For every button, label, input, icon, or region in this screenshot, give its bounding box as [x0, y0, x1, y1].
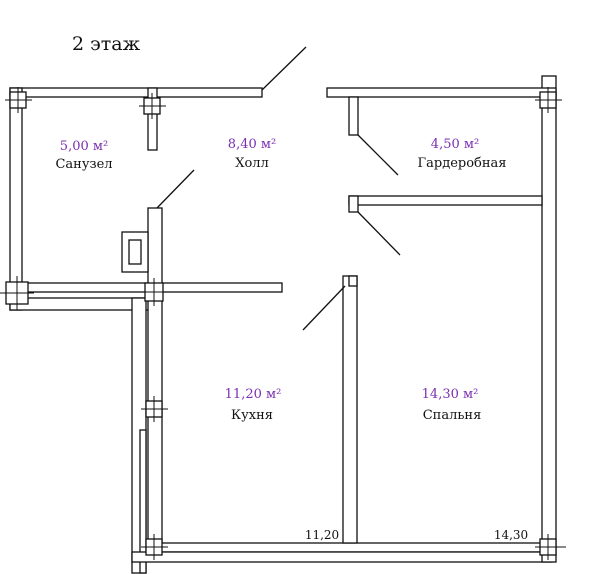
column-mark — [5, 87, 32, 113]
door-swings — [156, 46, 401, 331]
column-marks — [0, 87, 566, 560]
room-area-wardrobe: 4,50 м² — [431, 137, 479, 152]
column-mark — [535, 87, 562, 113]
room-area-bedroom: 14,30 м² — [422, 387, 479, 402]
column-mark — [140, 278, 172, 306]
column-mark — [141, 396, 168, 422]
room-name-bathroom: Санузел — [55, 157, 112, 172]
room-name-wardrobe: Гардеробная — [418, 156, 507, 171]
room-area-bathroom: 5,00 м² — [60, 139, 108, 154]
room-area-hall: 8,40 м² — [228, 137, 276, 152]
dimension-bedroom: 14,30 — [494, 528, 528, 542]
floor-label: 2 этаж — [72, 33, 141, 55]
room-area-kitchen: 11,20 м² — [225, 387, 282, 402]
room-name-hall: Холл — [235, 156, 269, 171]
column-mark — [0, 276, 34, 310]
column-mark — [535, 534, 566, 560]
dimension-kitchen: 11,20 — [305, 528, 339, 542]
room-name-bedroom: Спальня — [423, 408, 482, 423]
column-mark — [141, 534, 168, 560]
column-mark — [139, 93, 166, 119]
room-name-kitchen: Кухня — [231, 408, 273, 423]
